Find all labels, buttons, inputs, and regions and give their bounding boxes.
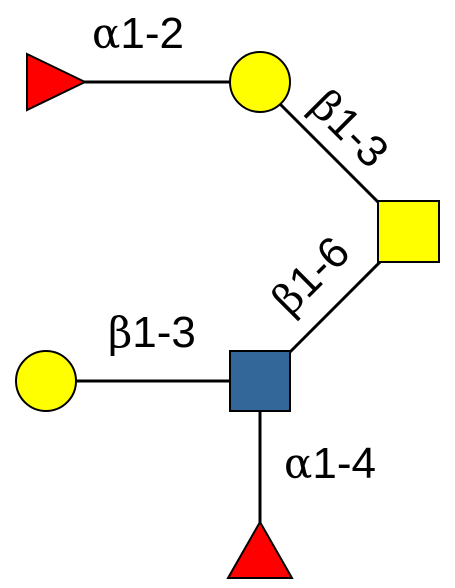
galactose-square xyxy=(377,200,440,263)
galactose-left-circle xyxy=(15,350,77,412)
galactose-top-circle xyxy=(229,51,291,113)
label-beta-1-6: β1-6 xyxy=(262,227,359,324)
label-alpha-1-2: α1-2 xyxy=(92,9,184,58)
edge-gal-top-gal-square xyxy=(278,102,394,218)
fucose-top-triangle xyxy=(26,52,88,112)
label-beta-1-3-top: β1-3 xyxy=(301,80,398,177)
fucose-bottom-triangle xyxy=(226,519,294,579)
edge-gal-square-glcnac xyxy=(280,248,394,362)
label-beta-1-3-left: β1-3 xyxy=(108,308,196,357)
label-alpha-1-4: α1-4 xyxy=(284,439,376,488)
glcnac-square xyxy=(229,350,291,412)
